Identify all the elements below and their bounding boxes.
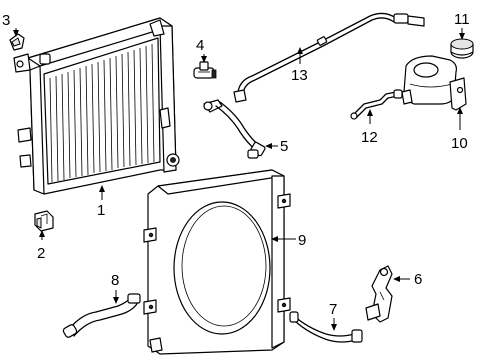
callout-4: 4 xyxy=(196,37,207,63)
hose-part-5 xyxy=(203,99,266,159)
callout-6: 6 xyxy=(393,271,422,288)
callout-label-3: 3 xyxy=(2,12,10,29)
callout-2: 2 xyxy=(37,230,45,262)
callout-7: 7 xyxy=(329,301,337,331)
callout-label-10: 10 xyxy=(451,135,468,152)
callout-1: 1 xyxy=(97,185,105,219)
callout-label-1: 1 xyxy=(97,202,105,219)
callout-9: 9 xyxy=(271,232,306,249)
callout-label-2: 2 xyxy=(37,245,45,262)
coolant-reservoir-part-10 xyxy=(401,55,467,111)
insulator-part-2 xyxy=(34,210,54,232)
callout-label-8: 8 xyxy=(111,272,119,289)
callout-13: 13 xyxy=(291,47,308,84)
outlet-tube-part-6 xyxy=(365,265,393,323)
callout-label-6: 6 xyxy=(414,271,422,288)
callout-5: 5 xyxy=(265,138,288,155)
sensor-part-4 xyxy=(193,61,217,79)
callout-12: 12 xyxy=(361,109,378,146)
callout-label-13: 13 xyxy=(291,67,308,84)
callout-label-4: 4 xyxy=(196,37,204,54)
callout-8: 8 xyxy=(111,272,119,304)
callout-3: 3 xyxy=(2,12,19,37)
reservoir-cap-part-11 xyxy=(450,38,474,59)
overflow-hose-part-13 xyxy=(233,12,425,103)
callout-label-9: 9 xyxy=(298,232,306,249)
callout-10: 10 xyxy=(451,107,468,152)
bypass-hose-part-7 xyxy=(289,311,363,343)
radiator xyxy=(13,17,180,195)
lower-hose-part-8 xyxy=(62,293,141,338)
callout-label-7: 7 xyxy=(329,301,337,318)
fan-shroud-part-9 xyxy=(143,169,291,355)
callout-11: 11 xyxy=(454,11,470,40)
callout-label-12: 12 xyxy=(361,129,378,146)
reservoir-hose-part-12 xyxy=(350,89,403,120)
bracket-part-3 xyxy=(9,33,25,51)
callouts: 1 2 3 4 5 6 7 8 xyxy=(2,11,470,331)
callout-label-5: 5 xyxy=(280,138,288,155)
callout-label-11: 11 xyxy=(454,11,470,28)
